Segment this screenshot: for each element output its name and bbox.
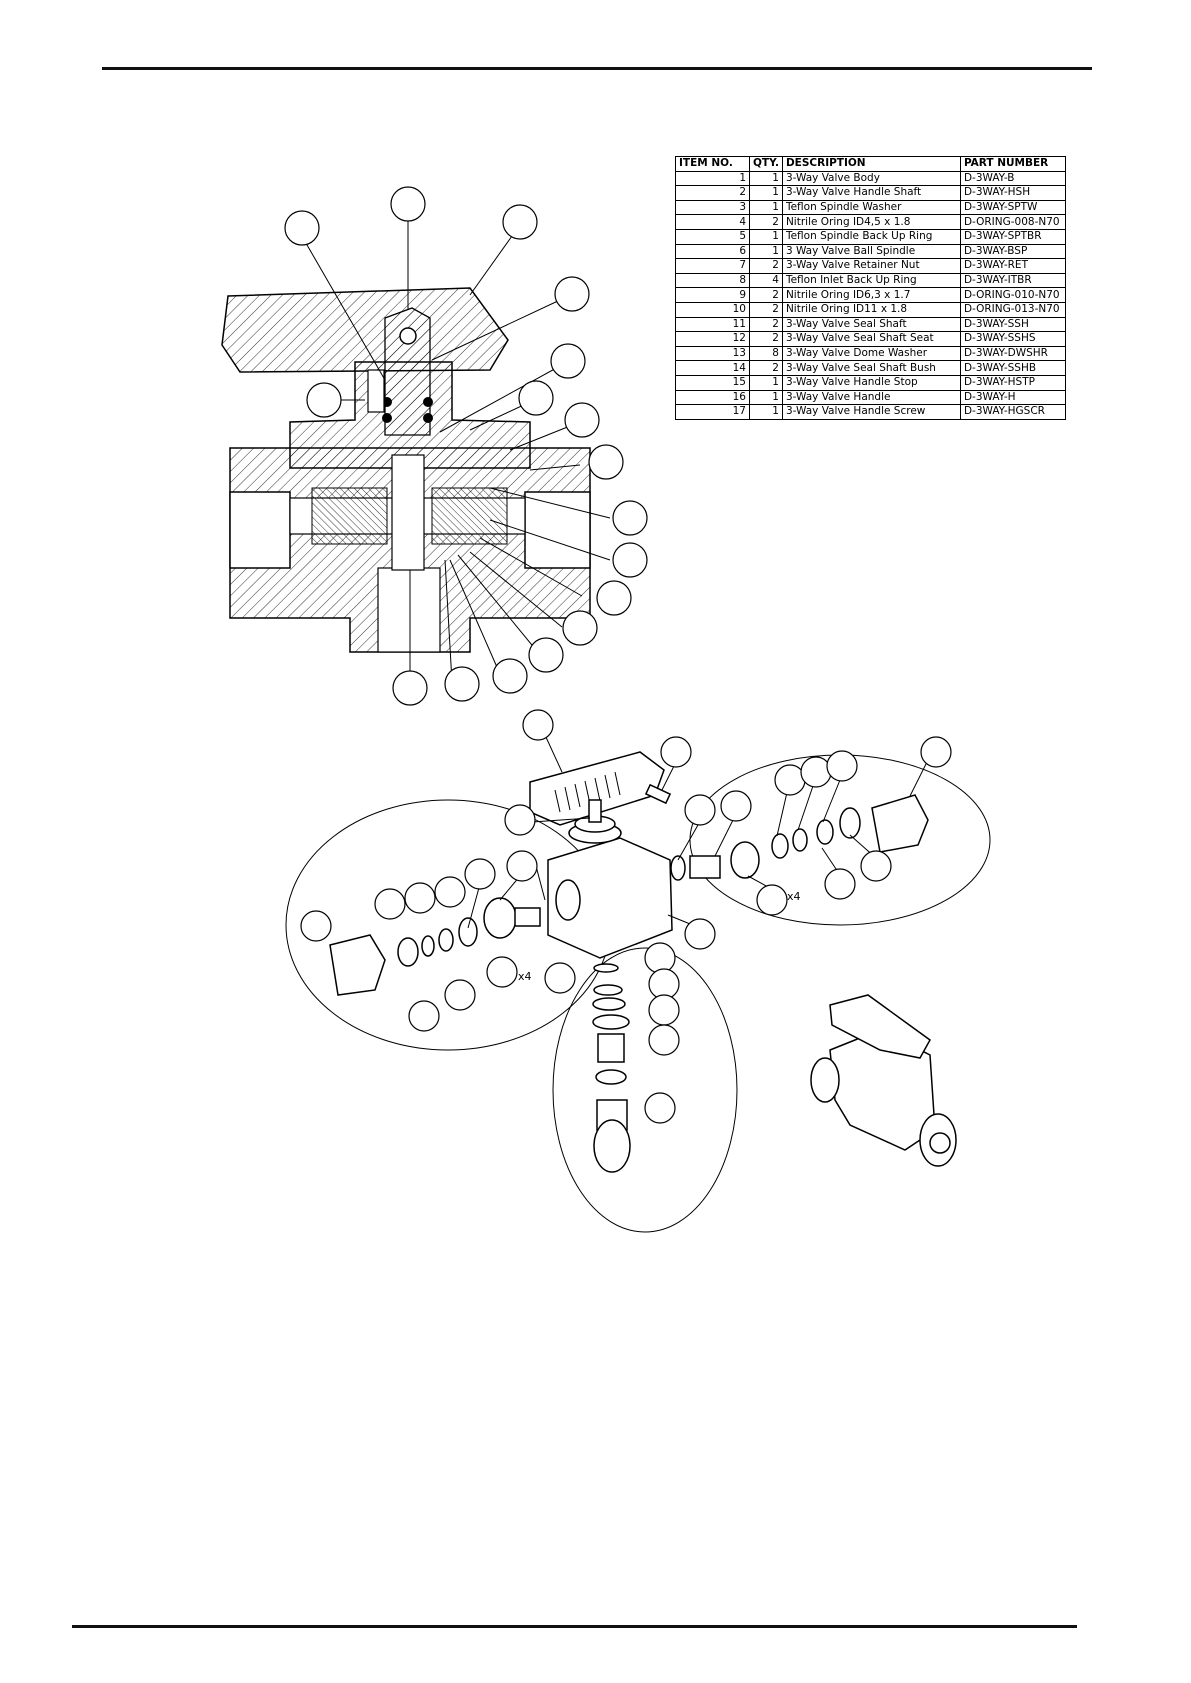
balloon [644,942,676,974]
balloon [554,276,590,312]
exploded-view-balloons [300,709,952,1124]
bom-header-row: ITEM NO. QTY. DESCRIPTION PART NUMBER [675,156,1066,172]
balloon [434,876,466,908]
balloon [392,670,428,706]
balloon [408,1000,440,1032]
exploded-valve-body [547,837,673,959]
balloon [390,186,426,222]
balloon [826,750,858,782]
bom-part-number: D-3WAY-BSP [959,243,1066,260]
section-handle [221,287,509,373]
balloon [644,1092,676,1124]
bom-part-number: D-3WAY-HSH [959,185,1066,201]
bom-description: 3-Way Valve Handle Shaft [781,185,961,201]
bom-header-part-number: PART NUMBER [959,156,1066,172]
balloon [824,868,856,900]
balloon [860,850,892,882]
balloon [506,850,538,882]
balloon [774,764,806,796]
balloon [648,1024,680,1056]
balloon [648,994,680,1026]
balloon [588,444,624,480]
balloon [684,918,716,950]
bom-header-description: DESCRIPTION [781,156,961,172]
balloon [612,542,648,578]
balloon [756,884,788,916]
bom-description: 3-Way Valve Seal Shaft Bush [781,360,961,376]
balloon [564,402,600,438]
balloon [374,888,406,920]
balloon [444,666,480,702]
section-view-balloons [284,186,648,706]
balloon [800,756,832,788]
balloon [612,500,648,536]
balloon [562,610,598,646]
balloon [284,210,320,246]
section-right-port [524,491,591,569]
bom-part-number: D-3WAY-HGSCR [959,404,1066,420]
balloon [486,956,518,988]
bom-part-number: D-3WAY-RET [959,258,1066,274]
exploded-view-drawing [285,751,991,1233]
balloon [528,637,564,673]
balloon [504,804,536,836]
bom-part-number: D-3WAY-SPTBR [959,228,1066,245]
balloon [544,962,576,994]
section-left-port [229,491,291,569]
bottom-subassembly-ellipse [552,947,738,1233]
bom-description: 3-Way Valve Handle Screw [781,404,961,420]
bom-part-number: D-3WAY-SSH [959,316,1066,333]
balloon [518,380,554,416]
bottom-rule [72,1625,1077,1628]
bom-part-number: D-ORING-010-N70 [959,287,1066,303]
balloon [300,910,332,942]
balloon [444,979,476,1011]
top-rule [102,67,1092,70]
qty-label-left: x4 [518,970,532,983]
balloon [920,736,952,768]
balloon [522,709,554,741]
balloon [502,204,538,240]
bom-item-no: 17 [675,404,750,420]
section-spindle [384,307,431,436]
section-view-leaders [302,220,611,683]
balloon [720,790,752,822]
bom-description: 3-Way Valve Handle Stop [781,374,961,391]
bom-description: Nitrile Oring ID11 x 1.8 [781,301,961,318]
bom-part-number: D-3WAY-HSTP [959,374,1066,391]
balloon [596,580,632,616]
section-bottom-port [377,567,441,653]
balloon [660,736,692,768]
balloon [464,858,496,890]
balloon [306,382,342,418]
qty-label-right: x4 [787,890,801,903]
section-view-drawing [221,287,591,653]
balloon [684,794,716,826]
bom-item-no: 11 [675,316,750,333]
balloon [404,882,436,914]
balloon [492,658,528,694]
balloon [550,343,586,379]
